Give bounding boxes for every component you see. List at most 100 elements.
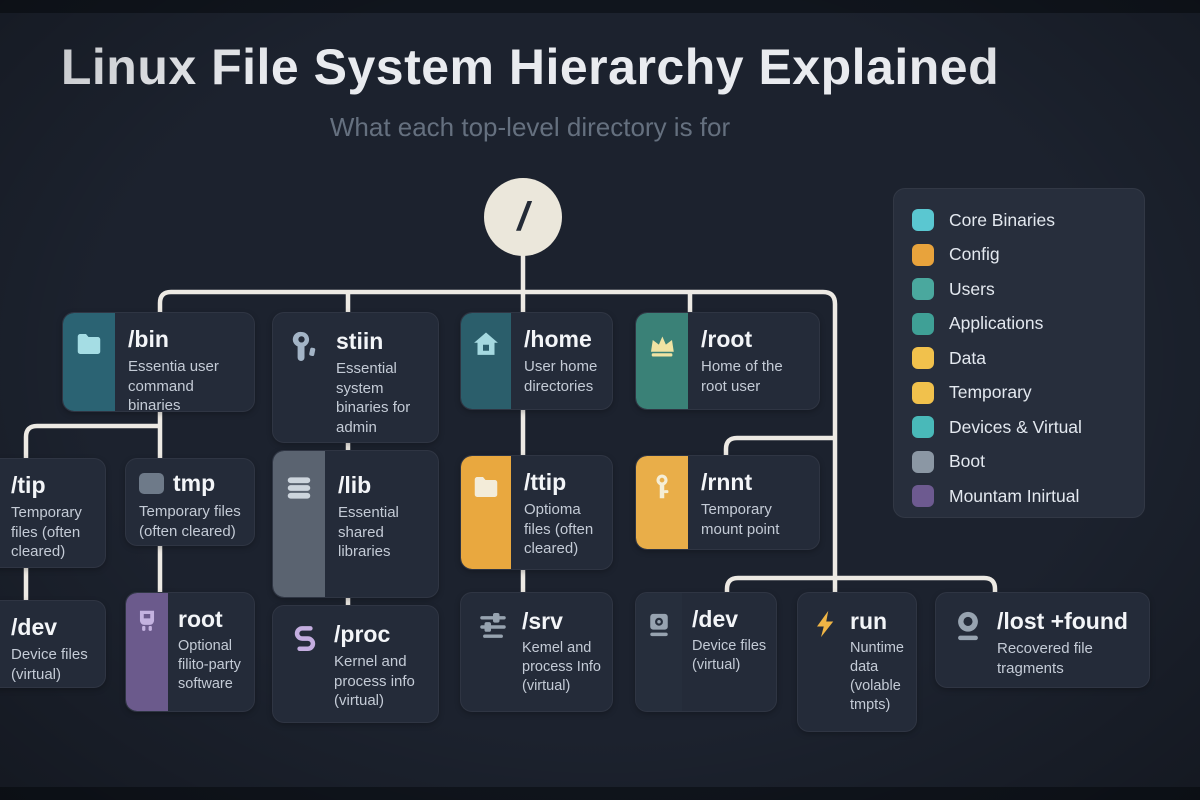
- legend-swatch: [912, 485, 934, 508]
- icon-panel: [636, 593, 682, 711]
- card-desc: Temporary files (often cleared): [11, 504, 82, 561]
- legend-item: Devices & Virtual: [912, 410, 1144, 445]
- disk-icon: [650, 613, 668, 637]
- card-desc: Essential system binaries for admin: [336, 360, 411, 436]
- card-desc: Essential shared libraries: [338, 504, 399, 561]
- card-title: /lib: [338, 472, 372, 498]
- page-title: Linux File System Hierarchy Explained: [60, 39, 1000, 95]
- root-label: /: [517, 194, 529, 239]
- legend-panel: Core Binaries Config Users Applications …: [893, 188, 1145, 518]
- legend-label: Mountam Inirtual: [949, 485, 1080, 506]
- plug-icon: [139, 610, 155, 631]
- icon-panel: [636, 456, 688, 549]
- card-title: /lost +found: [997, 608, 1128, 634]
- lifebuoy-icon: [958, 611, 978, 641]
- card-opt: root Optional filito-party software: [125, 592, 255, 712]
- legend-label: Users: [949, 278, 995, 299]
- card-bin: /bin Essentia user command binaries: [62, 312, 255, 412]
- card-desc: Temporary files (often cleared): [139, 503, 241, 540]
- icon-panel: [461, 456, 511, 569]
- card-desc: Device files (virtual): [11, 646, 88, 683]
- icon-panel: [273, 451, 325, 597]
- legend-swatch: [912, 278, 934, 301]
- card-desc: Essentia user command binaries: [128, 358, 219, 412]
- card-desc: Nuntime data (volable tmpts): [850, 640, 904, 713]
- legend-swatch: [912, 312, 934, 335]
- card-desc: Optioma files (often cleared): [524, 501, 594, 558]
- legend-swatch: [912, 450, 934, 473]
- sliders-icon: [480, 612, 506, 638]
- icon-panel: [461, 313, 511, 409]
- legend-item: Temporary: [912, 376, 1144, 411]
- card-srv: /srv Kemel and process Info (virtual): [460, 592, 613, 712]
- card-desc: Device files (virtual): [692, 638, 767, 674]
- legend-item: Applications: [912, 307, 1144, 342]
- card-title: stiin: [336, 328, 384, 354]
- wrench-icon: [292, 331, 316, 361]
- card-desc: Optional filito-party software: [178, 638, 241, 692]
- legend-item: Config: [912, 238, 1144, 273]
- card-title: /tip: [11, 472, 46, 498]
- card-home: /home User home directories: [460, 312, 613, 410]
- key-icon: [656, 474, 669, 499]
- root-node: /: [484, 178, 562, 256]
- legend-swatch: [912, 243, 934, 266]
- legend-item: Data: [912, 341, 1144, 376]
- bottom-bar: [0, 787, 1200, 800]
- card-title: /root: [701, 326, 753, 352]
- card-title: /rnnt: [701, 469, 753, 495]
- stack-icon: [287, 477, 311, 499]
- card-title: /srv: [522, 608, 563, 634]
- card-desc: Home of the root user: [701, 358, 783, 395]
- card-title: root: [178, 606, 223, 632]
- legend-item: Boot: [912, 445, 1144, 480]
- legend-item: Mountam Inirtual: [912, 479, 1144, 514]
- card-desc: Kernel and process info (virtual): [334, 653, 415, 710]
- legend-item: Users: [912, 272, 1144, 307]
- legend-swatch: [912, 347, 934, 370]
- icon-panel: [636, 313, 688, 409]
- card-proc: /proc Kernel and process info (virtual): [272, 605, 439, 723]
- legend-label: Core Binaries: [949, 209, 1056, 230]
- card-tip: /tip Temporary files (often cleared): [0, 458, 106, 568]
- crown-icon: [651, 336, 674, 357]
- card-lib: /lib Essential shared libraries: [272, 450, 439, 598]
- card-title: /dev: [692, 606, 739, 632]
- top-bar: [0, 0, 1200, 13]
- card-title: /home: [524, 326, 592, 352]
- card-title: tmp: [173, 470, 216, 496]
- process-icon: [294, 626, 316, 652]
- page-subtitle: What each top-level directory is for: [329, 112, 731, 142]
- icon-panel: [126, 593, 168, 711]
- legend-item: Core Binaries: [912, 203, 1144, 238]
- legend-swatch: [912, 416, 934, 439]
- card-root-home: /root Home of the root user: [635, 312, 820, 410]
- header: Linux File System Hierarchy Explained Wh…: [0, 38, 1060, 143]
- folder-icon: [474, 477, 498, 497]
- legend-label: Temporary: [949, 382, 1032, 403]
- card-desc: Recovered file tragments: [997, 640, 1093, 677]
- card-tmp: tmp Temporary files (often cleared): [125, 458, 255, 546]
- card-ttip: /ttip Optioma files (often cleared): [460, 455, 613, 570]
- legend-swatch: [912, 381, 934, 404]
- card-desc: Kemel and process Info (virtual): [522, 640, 601, 694]
- card-title: /proc: [334, 621, 391, 647]
- card-title: run: [850, 608, 888, 634]
- folder-icon: [77, 334, 101, 354]
- legend-label: Applications: [949, 313, 1044, 334]
- card-lost-found: /lost +found Recovered file tragments: [935, 592, 1150, 688]
- square-icon: [139, 473, 164, 495]
- card-sbin: stiin Essential system binaries for admi…: [272, 312, 439, 443]
- card-title: /dev: [11, 614, 58, 640]
- legend-label: Config: [949, 244, 1000, 265]
- card-rnnt: /rnnt Temporary mount point: [635, 455, 820, 550]
- legend-label: Boot: [949, 451, 985, 472]
- home-icon: [474, 332, 498, 355]
- legend-label: Devices & Virtual: [949, 416, 1082, 437]
- card-dev-virtual: /dev Device files (virtual): [635, 592, 777, 712]
- card-title: /ttip: [524, 469, 567, 495]
- legend-swatch: [912, 209, 934, 232]
- card-desc: User home directories: [524, 358, 598, 395]
- card-title: /bin: [128, 326, 169, 352]
